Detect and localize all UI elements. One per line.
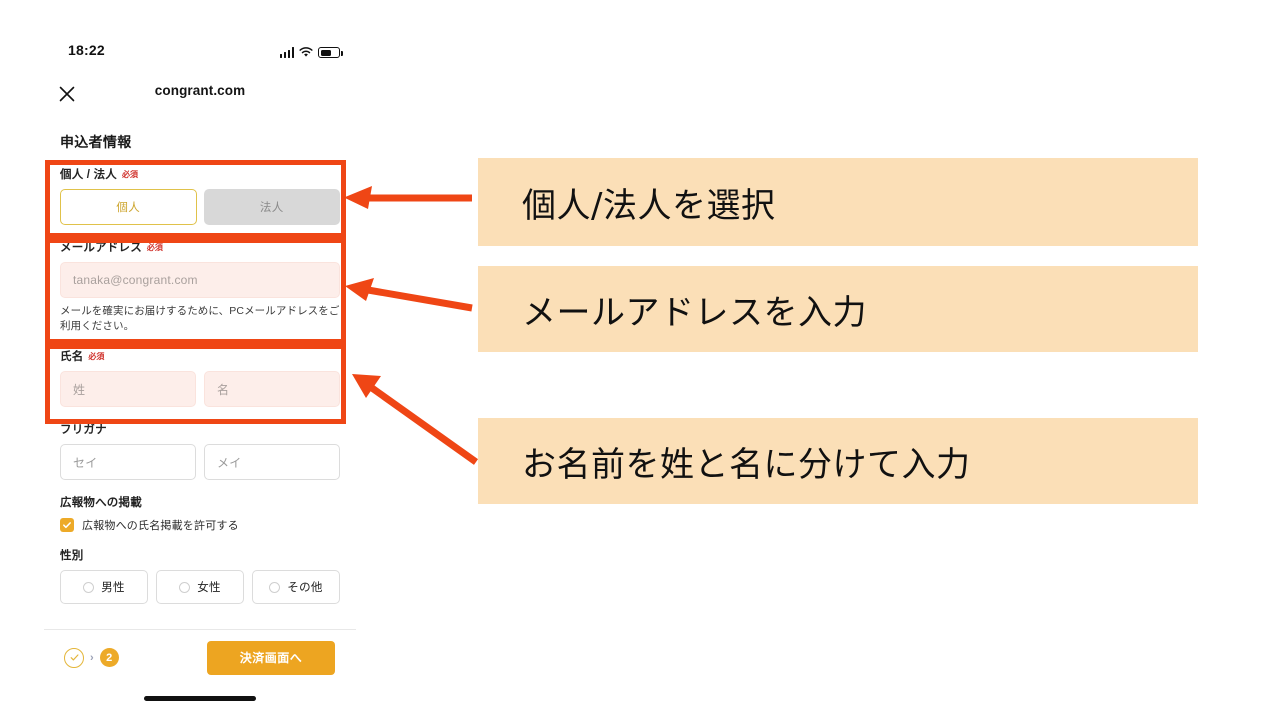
gender-option-male[interactable]: 男性 — [60, 570, 148, 605]
status-time: 18:22 — [68, 42, 105, 58]
wifi-icon — [299, 47, 313, 58]
publication-checkbox-row[interactable]: 広報物への氏名掲載を許可する — [60, 517, 340, 533]
name-label: 氏名 — [60, 351, 84, 364]
checkmark-icon[interactable] — [60, 518, 74, 533]
page-title: 申込者情報 — [60, 134, 132, 150]
highlight-box-entity — [45, 160, 346, 238]
status-icons — [279, 44, 343, 58]
check-circle-icon[interactable] — [64, 647, 84, 668]
email-helper-text: メールを確実にお届けするために、PCメールアドレスをご利用ください。 — [60, 305, 340, 333]
annotation-text: お名前を姓と名に分けて入力 — [522, 444, 971, 485]
field-gender: 性別 男性 女性 その他 — [60, 547, 340, 605]
required-badge: 必須 — [122, 170, 138, 179]
name-inputs: 姓 名 — [60, 371, 340, 408]
field-entity-type: 個人 / 法人 必須 個人 法人 — [60, 166, 340, 225]
gender-option-label: その他 — [287, 582, 323, 595]
field-publication: 広報物への掲載 広報物への氏名掲載を許可する — [60, 494, 340, 533]
radio-icon — [179, 581, 191, 593]
gender-label-row: 性別 — [60, 547, 340, 563]
home-indicator — [144, 696, 256, 701]
arrow-to-entity — [344, 186, 472, 209]
arrow-to-email — [345, 278, 473, 312]
gender-label: 性別 — [60, 550, 84, 563]
phone-screenshot: 18:22 congrant.com — [44, 8, 356, 712]
step-indicator: › 2 — [64, 647, 119, 668]
required-badge: 必須 — [146, 243, 163, 252]
page-domain: congrant.com — [154, 83, 246, 98]
furigana-inputs: セイ メイ — [60, 444, 340, 481]
step-badge-current[interactable]: 2 — [99, 648, 119, 667]
annotation-email: メールアドレスを入力 — [478, 266, 1198, 352]
close-icon[interactable] — [56, 83, 78, 105]
email-label: メールアドレス — [60, 242, 142, 254]
entity-label-row: 個人 / 法人 必須 — [60, 166, 340, 182]
publication-label-row: 広報物への掲載 — [60, 494, 340, 510]
annotation-text: メールアドレスを入力 — [522, 292, 867, 333]
annotation-text: 個人/法人を選択 — [522, 185, 776, 226]
last-name-input[interactable]: 姓 — [60, 371, 196, 408]
signal-icon — [279, 47, 294, 58]
required-badge: 必須 — [88, 352, 105, 362]
furigana-label: フリガナ — [60, 424, 107, 437]
publication-label: 広報物への掲載 — [60, 497, 142, 510]
chevron-right-icon: › — [90, 651, 94, 664]
name-label-row: 氏名 必須 — [60, 348, 340, 364]
first-name-input[interactable]: 名 — [204, 371, 340, 408]
gender-option-female[interactable]: 女性 — [156, 570, 244, 605]
status-bar: 18:22 — [44, 42, 356, 64]
radio-icon — [83, 581, 95, 593]
furigana-first-input[interactable]: メイ — [204, 444, 340, 481]
entity-segmented-control: 個人 法人 — [60, 189, 340, 225]
bottom-action-bar: › 2 決済画面へ — [44, 629, 356, 685]
gender-option-label: 女性 — [197, 582, 221, 595]
email-label-row: メールアドレス 必須 — [60, 239, 340, 255]
submit-button[interactable]: 決済画面へ — [207, 640, 335, 675]
entity-option-corporate[interactable]: 法人 — [203, 189, 340, 225]
entity-option-personal[interactable]: 個人 — [60, 189, 197, 225]
field-name: 氏名 必須 姓 名 — [60, 348, 340, 408]
gender-option-label: 男性 — [101, 582, 125, 595]
field-email: メールアドレス 必須 tanaka@congrant.com メールを確実にお届… — [60, 239, 340, 334]
radio-icon — [269, 581, 281, 593]
gender-radio-group: 男性 女性 その他 — [60, 570, 340, 605]
field-furigana: フリガナ セイ メイ — [60, 421, 340, 481]
highlight-box-email — [45, 238, 346, 344]
annotation-entity: 個人/法人を選択 — [478, 158, 1198, 246]
form-page: 申込者情報 個人 / 法人 必須 個人 法人 メールアドレス 必須 tanaka… — [44, 120, 356, 605]
furigana-last-input[interactable]: セイ — [60, 444, 196, 481]
email-input[interactable]: tanaka@congrant.com — [60, 262, 340, 298]
browser-bar: congrant.com — [44, 80, 356, 114]
arrow-to-name — [352, 374, 479, 465]
annotation-name: お名前を姓と名に分けて入力 — [478, 418, 1198, 504]
highlight-box-name — [45, 344, 346, 424]
publication-checkbox-label: 広報物への氏名掲載を許可する — [82, 520, 239, 533]
battery-icon — [318, 47, 343, 58]
gender-option-other[interactable]: その他 — [252, 570, 340, 605]
furigana-label-row: フリガナ — [60, 421, 340, 437]
entity-label: 個人 / 法人 — [60, 169, 117, 181]
